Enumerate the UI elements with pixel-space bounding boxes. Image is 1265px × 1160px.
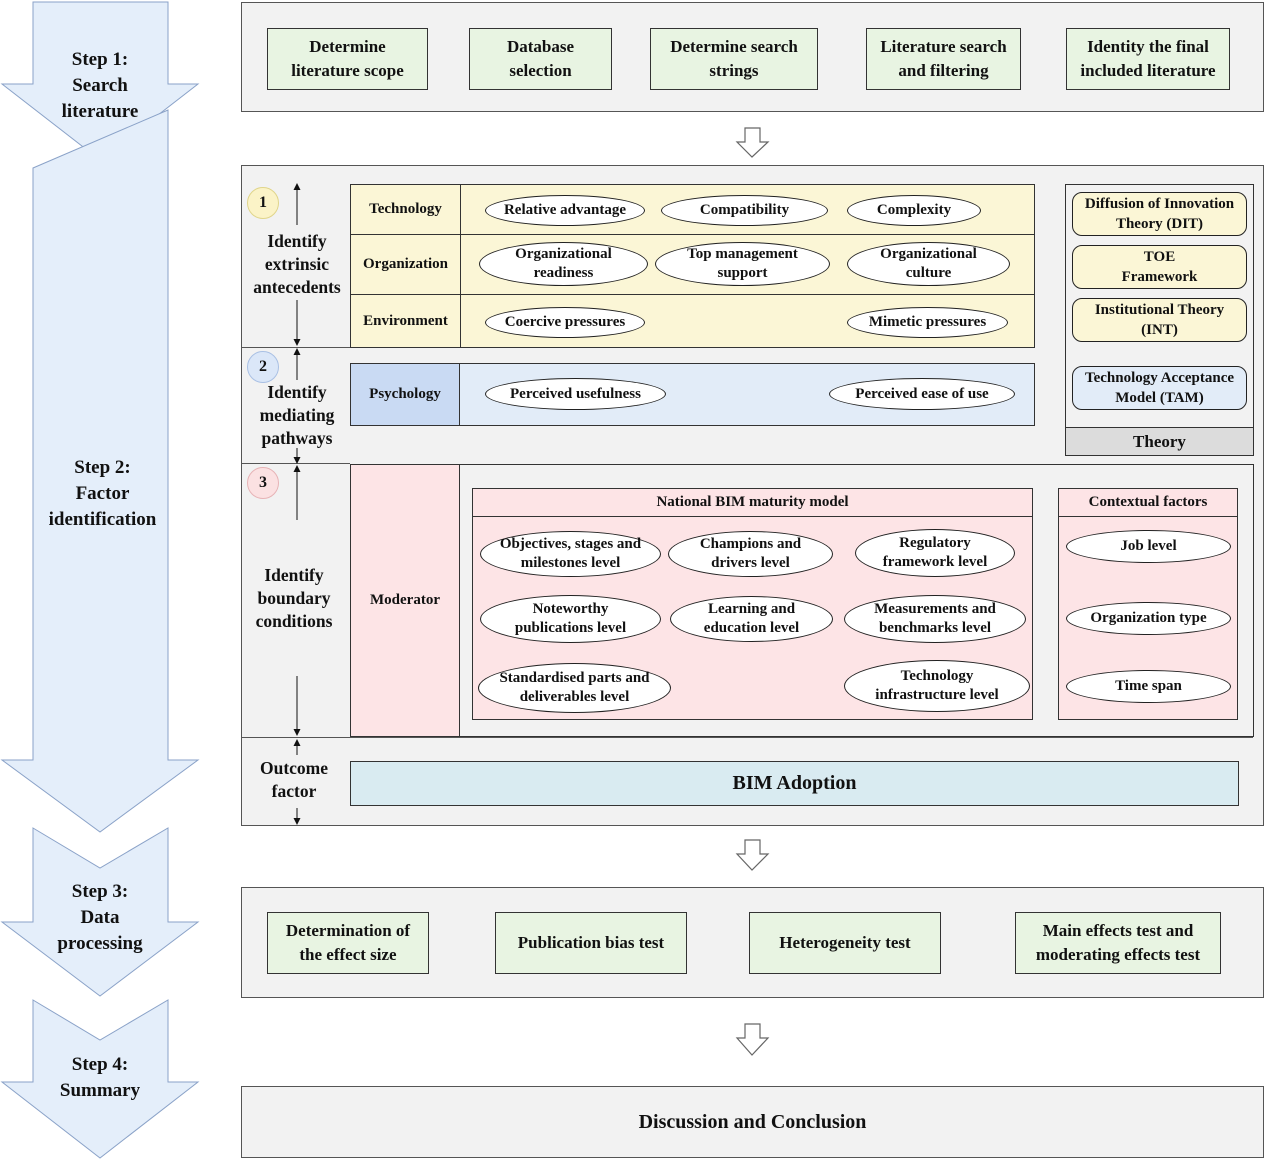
divider (350, 294, 1035, 295)
divider (350, 234, 1035, 235)
flow-box: Heterogeneity test (749, 912, 941, 974)
category-technology: Technology (369, 201, 442, 217)
factor-ellipse: Top management support (655, 242, 830, 286)
step-3-arrow (0, 827, 200, 997)
step-4-arrow (0, 999, 200, 1159)
step-3-label: Step 3: Data processing (57, 881, 143, 954)
factor-ellipse: Time span (1066, 670, 1231, 703)
theory-item: Diffusion of Innovation Theory (DIT) (1072, 192, 1247, 236)
factor-ellipse: Objectives, stages and milestones level (480, 531, 661, 577)
factor-ellipse: Measurements and benchmarks level (844, 595, 1026, 643)
factor-ellipse: Mimetic pressures (847, 307, 1008, 338)
factor-ellipse: Organizational readiness (479, 242, 648, 286)
flow-box: Determination of the effect size (267, 912, 429, 974)
factor-ellipse: Compatibility (661, 195, 828, 226)
theory-item: Institutional Theory (INT) (1072, 298, 1247, 342)
step-2-arrow (0, 109, 200, 833)
badge-3: 3 (247, 467, 279, 499)
down-arrow-icon (735, 127, 770, 158)
divider (242, 463, 350, 464)
mediating-label: Identify mediating pathways (259, 381, 335, 448)
factor-ellipse: Noteworthy publications level (480, 595, 661, 643)
factor-ellipse: Organization type (1066, 602, 1231, 635)
divider (242, 347, 350, 348)
factor-ellipse: Organizational culture (847, 242, 1010, 286)
contextual-title: Contextual factors (1058, 488, 1238, 517)
flow-box: Literature search and filtering (866, 28, 1021, 90)
factor-ellipse: Standardised parts and deliverables leve… (478, 663, 671, 713)
factor-ellipse: Relative advantage (485, 195, 645, 226)
badge-2: 2 (247, 351, 279, 383)
flow-box: Identity the final included literature (1066, 28, 1230, 90)
summary-box: Discussion and Conclusion (241, 1086, 1264, 1158)
flow-box: Main effects test and moderating effects… (1015, 912, 1221, 974)
factor-ellipse: Complexity (847, 195, 981, 226)
down-arrow-icon (735, 839, 770, 871)
category-psychology: Psychology (351, 364, 460, 425)
theory-item: TOE Framework (1072, 245, 1247, 289)
bim-maturity-title: National BIM maturity model (472, 488, 1033, 517)
category-moderator: Moderator (351, 465, 460, 736)
category-organization: Organization (363, 256, 448, 272)
factor-ellipse: Learning and education level (670, 596, 833, 642)
down-arrow-icon (735, 1023, 770, 1056)
extrinsic-label: Identify extrinsic antecedents (253, 230, 341, 297)
badge-1: 1 (247, 187, 279, 219)
step-1-label: Step 1: Search literature (61, 49, 139, 122)
factor-ellipse: Champions and drivers level (668, 531, 833, 577)
boundary-label: Identify boundary conditions (255, 564, 333, 631)
divider (242, 737, 1253, 738)
theory-item: Technology Acceptance Model (TAM) (1072, 366, 1247, 410)
step-4-label: Step 4: Summary (59, 1054, 141, 1101)
theory-title: Theory (1065, 427, 1254, 456)
divider (460, 184, 461, 348)
factor-ellipse: Perceived usefulness (485, 378, 666, 410)
outcome-label: Outcome factor (259, 758, 329, 801)
factor-ellipse: Perceived ease of use (829, 378, 1015, 410)
factor-ellipse: Regulatory framework level (855, 529, 1015, 577)
category-environment: Environment (363, 312, 448, 329)
factor-ellipse: Technology infrastructure level (844, 660, 1030, 712)
flow-box: Database selection (469, 28, 612, 90)
factor-ellipse: Coercive pressures (485, 307, 645, 338)
flow-box: Publication bias test (495, 912, 687, 974)
flow-box: Determine literature scope (267, 28, 428, 90)
factor-ellipse: Job level (1066, 530, 1231, 563)
flow-box: Determine search strings (650, 28, 818, 90)
step-2-label: Step 2: Factor identification (48, 457, 157, 530)
outcome-box: BIM Adoption (350, 761, 1239, 806)
